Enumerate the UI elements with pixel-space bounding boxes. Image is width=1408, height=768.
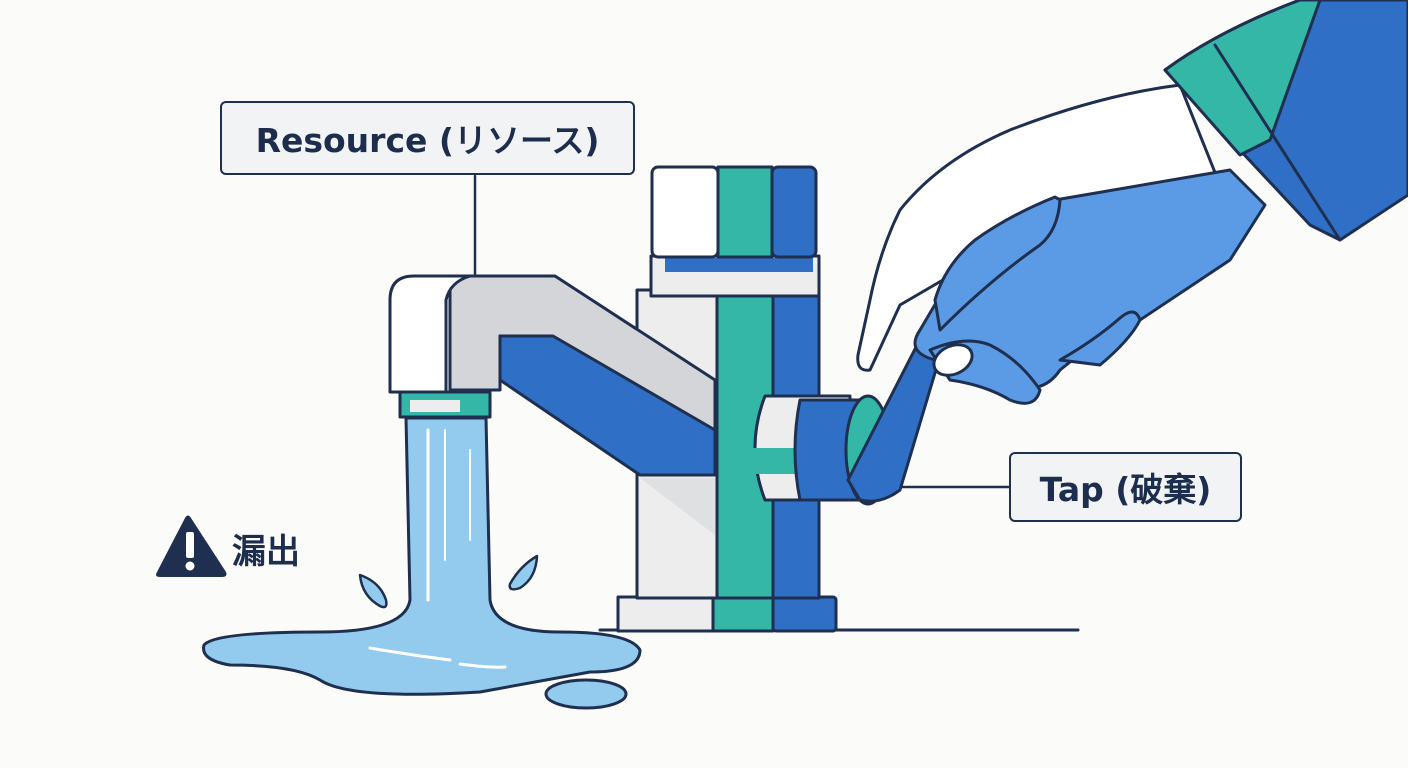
resource-label: Resource (リソース) [220,101,635,175]
faucet-base [616,595,838,633]
leak-label: 漏出 [232,532,300,572]
hand [856,0,1408,405]
water-leak [202,416,642,710]
tap-label: Tap (破棄) [1009,452,1242,522]
warning-triangle-icon [156,515,227,577]
water-droplet [508,554,539,591]
water-droplet [358,573,388,609]
faucet-spout [388,274,717,535]
water-puddle-small [544,678,628,710]
